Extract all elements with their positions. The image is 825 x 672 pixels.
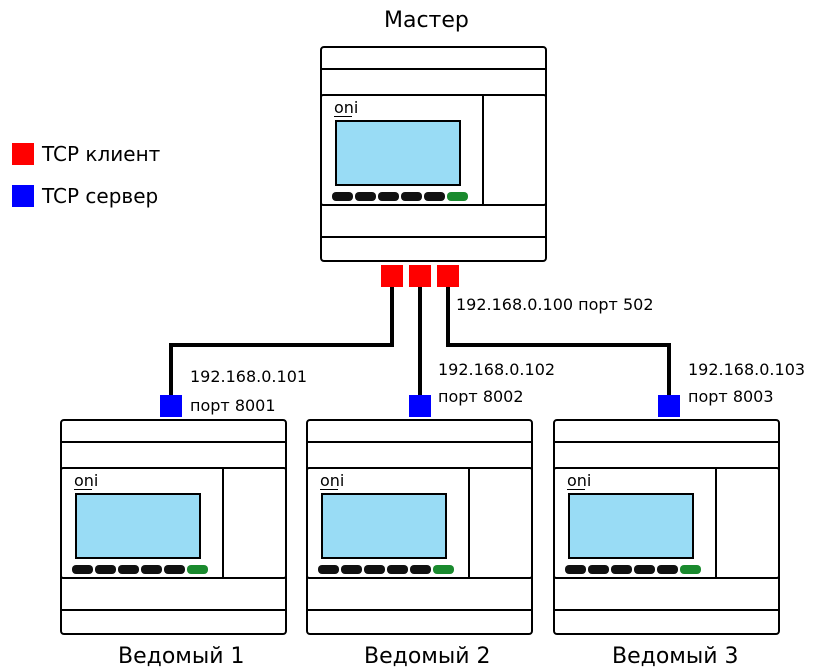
button-row	[565, 565, 701, 574]
master-title: Мастер	[384, 8, 469, 33]
slave-1-port-label: порт 8001	[190, 396, 276, 415]
legend-server-label: TCP сервер	[42, 184, 159, 208]
slave-2-ip: 192.168.0.102	[438, 360, 556, 379]
server-port-3	[658, 395, 680, 417]
slave-3-ip: 192.168.0.103	[688, 360, 806, 379]
master-address: 192.168.0.100 порт 502	[456, 295, 654, 314]
legend-server: TCP сервер	[12, 184, 158, 208]
lcd-screen	[321, 493, 447, 559]
client-port-2	[409, 265, 431, 287]
slave-1-title: Ведомый 1	[118, 644, 245, 669]
brand-logo: oni	[74, 471, 99, 490]
slave-3-port-label: порт 8003	[688, 387, 774, 406]
server-color-swatch	[12, 185, 34, 207]
link-slave-1	[169, 282, 394, 395]
legend-client: TCP клиент	[12, 142, 160, 166]
server-port-1	[160, 395, 182, 417]
lcd-screen	[335, 120, 461, 186]
client-port-3	[437, 265, 459, 287]
master-device: oni	[320, 46, 547, 262]
slave-2-title: Ведомый 2	[364, 644, 491, 669]
slave-1-device: oni	[60, 419, 287, 635]
client-color-swatch	[12, 143, 34, 165]
server-port-2	[409, 395, 431, 417]
button-row	[318, 565, 454, 574]
brand-logo: oni	[320, 471, 345, 490]
button-row	[72, 565, 208, 574]
slave-2-port-label: порт 8002	[438, 387, 524, 406]
lcd-screen	[568, 493, 694, 559]
legend-client-label: TCP клиент	[42, 142, 161, 166]
slave-3-title: Ведомый 3	[612, 644, 739, 669]
slave-1-ip: 192.168.0.101	[190, 367, 308, 386]
link-slave-3	[446, 282, 671, 395]
button-row	[332, 192, 468, 201]
brand-logo: oni	[334, 98, 359, 117]
slave-3-device: oni	[553, 419, 780, 635]
lcd-screen	[75, 493, 201, 559]
slave-2-device: oni	[306, 419, 533, 635]
brand-logo: oni	[567, 471, 592, 490]
client-port-1	[381, 265, 403, 287]
